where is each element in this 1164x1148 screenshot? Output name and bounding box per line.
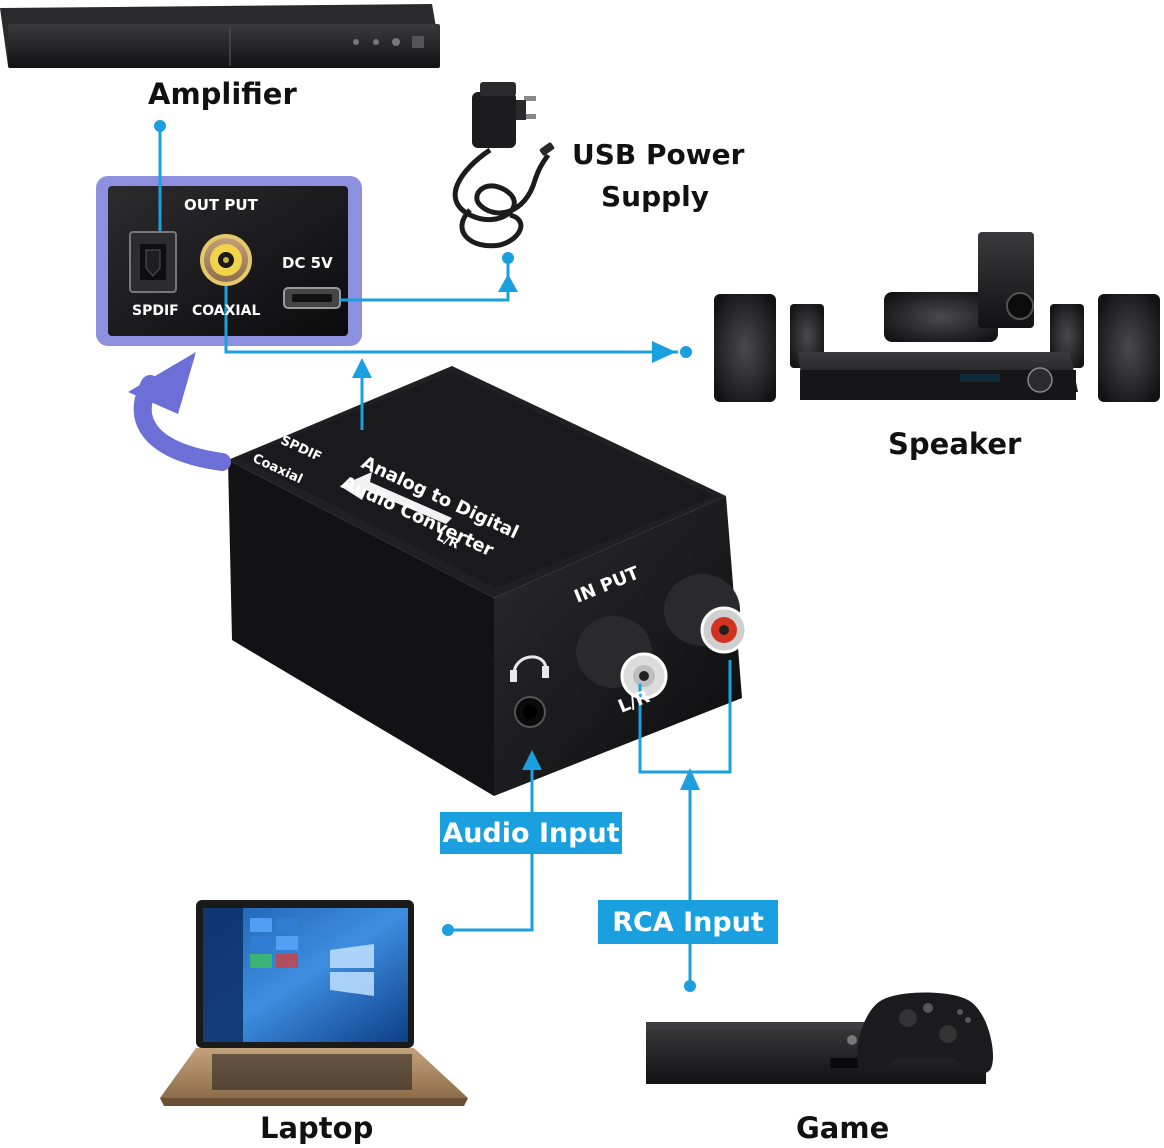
coaxial-port-label: COAXIAL	[192, 303, 261, 319]
output-title: OUT PUT	[184, 196, 258, 214]
amplifier-label: Amplifier	[148, 77, 297, 111]
audio-input-callout: Audio Input	[440, 812, 622, 854]
amplifier-device	[0, 4, 440, 68]
curved-arrow-icon	[128, 352, 231, 471]
usb-power-label-line2: Supply	[600, 180, 710, 213]
laptop-label: Laptop	[260, 1111, 374, 1145]
spdif-port-label: SPDIF	[132, 303, 179, 319]
usb-power-label-line1: USB Power	[572, 138, 745, 171]
dc-label: DC 5V	[282, 254, 333, 272]
laptop-device	[160, 900, 468, 1106]
rca-right-port	[664, 574, 748, 654]
rca-left-port	[576, 616, 668, 700]
output-panel	[96, 176, 362, 346]
speaker-label: Speaker	[888, 427, 1022, 461]
game-console	[646, 992, 994, 1084]
converter-box	[228, 366, 748, 796]
speaker-system	[714, 232, 1160, 402]
rca-input-callout: RCA Input	[598, 900, 778, 944]
game-label: Game	[796, 1111, 890, 1145]
usb-power-adapter	[452, 82, 555, 249]
headphone-icon	[510, 655, 549, 682]
connector-arrows	[154, 120, 700, 992]
